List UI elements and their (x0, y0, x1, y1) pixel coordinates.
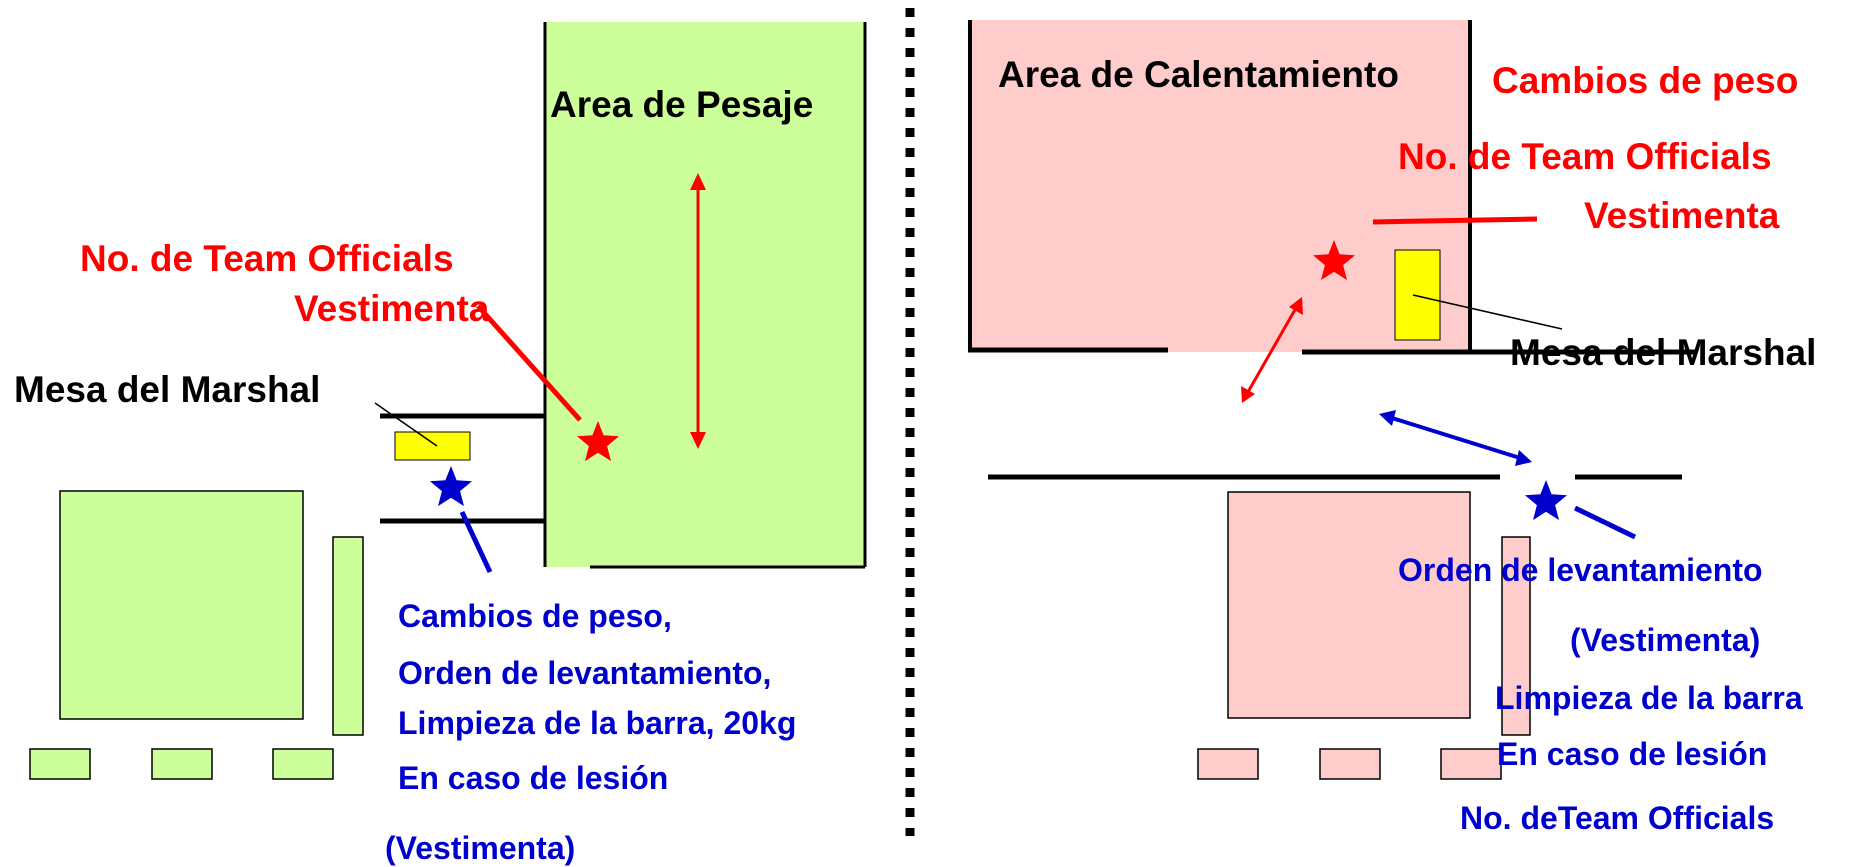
blue-note-1-left: Cambios de peso, (398, 598, 672, 634)
marshal-label-right: Mesa del Marshal (1510, 332, 1817, 373)
red-note-vestimenta-right: Vestimenta (1584, 195, 1780, 236)
blue-note-3-right: Limpieza de la barra (1495, 680, 1803, 716)
blue-star-left (430, 466, 472, 507)
arrowhead (1289, 297, 1303, 315)
bench-1-left (29, 748, 91, 780)
arrowhead (690, 432, 706, 449)
marshal-table-right (1394, 249, 1441, 341)
red-line-right (1372, 216, 1538, 225)
red-pointer-left (476, 304, 582, 422)
red-star-left (577, 421, 619, 462)
marshal-label-left: Mesa del Marshal (14, 369, 321, 410)
bench-3-right (1440, 748, 1502, 780)
blue-note-4-left: En caso de lesión (398, 760, 669, 796)
bench-1-right (1197, 748, 1259, 780)
weighing-area (545, 22, 865, 567)
red-note-weight-right: Cambios de peso (1492, 60, 1799, 101)
blue-note-2-left: Orden de levantamiento, (398, 655, 772, 691)
blue-note-4-right: En caso de lesión (1497, 736, 1768, 772)
blue-star-right (1525, 480, 1567, 521)
blue-note-2-right: (Vestimenta) (1570, 622, 1761, 658)
blue-note-1-right: Orden de levantamiento (1398, 552, 1763, 588)
blue-pointer-right (1573, 505, 1637, 540)
marshal-leader-right (1412, 294, 1563, 330)
blue-note-5-right: No. deTeam Officials (1460, 800, 1775, 836)
red-note-vestimenta-left: Vestimenta (294, 288, 490, 329)
marshal-leader-left (374, 402, 438, 447)
red-note-officials-right: No. de Team Officials (1398, 136, 1772, 177)
blue-note-3-left: Limpieza de la barra, 20kg (398, 705, 797, 741)
platform-left (59, 490, 304, 720)
red-star-right (1313, 240, 1355, 281)
bench-3-left (272, 748, 334, 780)
red-note-officials-left: No. de Team Officials (80, 238, 454, 279)
arrowhead (1379, 410, 1396, 426)
red-double-arrow-right (1246, 307, 1298, 393)
bench-vertical-right (1501, 536, 1531, 736)
blue-pointer-left (459, 510, 493, 574)
weighing-area-label: Area de Pesaje (550, 84, 814, 125)
arrowhead (690, 173, 706, 190)
arrowhead (1241, 386, 1255, 403)
arrowhead (1515, 450, 1532, 466)
warmup-area (970, 20, 1470, 352)
marshal-table-left (394, 431, 471, 461)
blue-double-arrow-right (1391, 416, 1521, 460)
bench-2-left (151, 748, 213, 780)
bench-vertical-left (332, 536, 364, 736)
blue-note-5-left: (Vestimenta) (385, 830, 576, 866)
bench-2-right (1319, 748, 1381, 780)
platform-right (1227, 491, 1471, 719)
warmup-area-label: Area de Calentamiento (998, 54, 1399, 95)
